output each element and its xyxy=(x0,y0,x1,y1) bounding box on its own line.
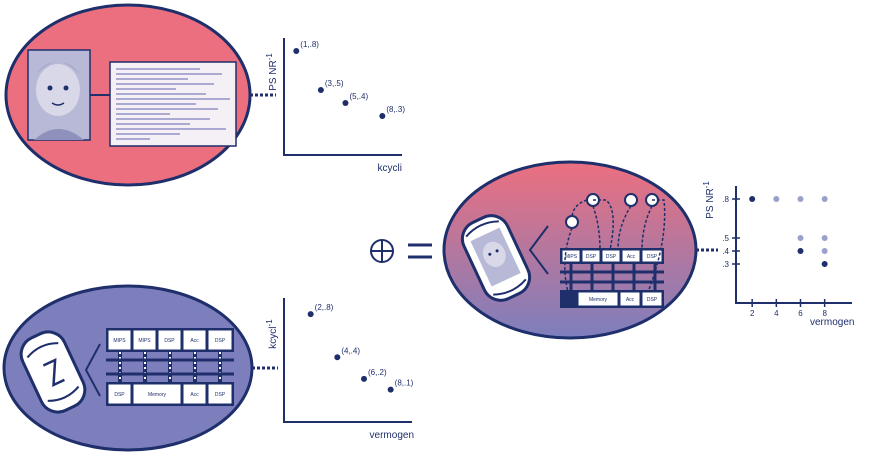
mapped-memory-chip-label: Memory xyxy=(589,297,608,303)
chart3-y-tick-label: .8 xyxy=(722,195,729,204)
mapped-memory-chip xyxy=(641,291,663,307)
chart3-point-light xyxy=(821,235,828,241)
core-chip xyxy=(132,329,157,351)
mapped-core-chip xyxy=(601,249,621,263)
chart3-x-tick-label: 4 xyxy=(774,309,779,318)
mapped-core-chip-label: MIPS xyxy=(565,254,578,260)
chart3-x-tick-label: 8 xyxy=(822,309,827,318)
image-processing-ellipse xyxy=(4,3,252,187)
chart1-point xyxy=(317,87,324,93)
core-chip-label: MIPS xyxy=(138,338,151,344)
mapped-memory-chip xyxy=(577,291,619,307)
mapped-core-chip-label: DSP xyxy=(586,254,597,260)
chart3-point-light xyxy=(821,196,828,202)
equals-icon xyxy=(408,243,432,259)
core-chip-label: MIPS xyxy=(113,338,126,344)
chart1-ylabel: PS NR-1 xyxy=(265,53,279,91)
mapped-memory-chip-label: DSP xyxy=(647,297,658,303)
mapped-core-chip xyxy=(561,249,581,263)
handheld-device-photo-icon xyxy=(460,214,532,302)
chart2-point-label: (2,.8) xyxy=(315,303,334,312)
chart2-point-label: (6,.2) xyxy=(368,368,387,377)
scatter-chart-kcycl-vermogen: kcycl-1 vermogen (2,.8) (4,.4) (6,.2) (8,.1… xyxy=(265,298,414,441)
chart3-point-dark xyxy=(749,196,756,202)
code-listing-icon xyxy=(109,61,237,147)
mapped-core-chip xyxy=(621,249,641,263)
mapped-core-chip-label: DSP xyxy=(647,254,658,260)
chart1-point-label: (1,.8) xyxy=(300,40,319,49)
chart1-point xyxy=(342,100,349,106)
scatter-chart-psnr-vermogen: PS NR-1 vermogen 2 4 6 8 .8 .5 .4 .3 xyxy=(702,181,854,328)
chart1-xlabel: kcycli xyxy=(378,163,402,174)
chart2-point xyxy=(307,311,314,318)
memory-chip xyxy=(182,383,207,405)
chart2-axes xyxy=(283,298,412,423)
memory-chip-label: Memory xyxy=(148,392,167,398)
core-chip xyxy=(182,329,207,351)
mapped-memory-chip xyxy=(619,291,641,307)
chart3-y-tick-label: .3 xyxy=(722,260,729,269)
chart1-point-label: (3,.5) xyxy=(325,79,344,88)
core-chip-label: Acc xyxy=(190,338,199,344)
chart3-point-light xyxy=(821,248,828,254)
circled-plus-icon xyxy=(370,239,394,263)
chart2-ylabel: kcycl-1 xyxy=(265,319,279,349)
memory-chip-label: DSP xyxy=(114,392,125,398)
chart3-point-light xyxy=(773,196,780,202)
child-photo-icon xyxy=(27,49,91,141)
chart3-y-tick-label: .4 xyxy=(722,247,729,256)
core-chip xyxy=(107,329,132,351)
mapped-core-chip-label: DSP xyxy=(606,254,617,260)
memory-chip-label: DSP xyxy=(215,392,226,398)
chart2-point-label: (4,.4) xyxy=(341,346,360,355)
scatter-chart-psnr-kcycli: PS NR-1 kcycli (1,.8) (3,.5) (5,.4) (8,.3) xyxy=(265,38,405,174)
chart3-x-tick-label: 2 xyxy=(750,309,755,318)
chart1-point-label: (8,.3) xyxy=(386,105,405,114)
chart3-point-light xyxy=(797,235,804,241)
chart3-point-light xyxy=(797,196,804,202)
handheld-device-icon xyxy=(19,330,87,414)
chart3-point-dark xyxy=(797,248,804,254)
core-chip-label: DSP xyxy=(215,338,226,344)
mapped-core-chip-label: Acc xyxy=(627,254,636,260)
chart3-axes xyxy=(735,186,852,304)
chart3-x-tick-label: 6 xyxy=(798,309,803,318)
mapped-memory-chip-label: Acc xyxy=(626,297,635,303)
chart3-point-dark xyxy=(821,261,828,267)
chart1-point xyxy=(379,113,386,119)
chart1-point xyxy=(293,48,300,54)
mapped-core-chip xyxy=(581,249,601,263)
chart2-point xyxy=(334,354,341,361)
chart2-point xyxy=(387,386,394,393)
mapped-core-chip xyxy=(641,249,663,263)
core-chip xyxy=(207,329,233,351)
chart2-xlabel: vermogen xyxy=(370,430,414,441)
memory-chip xyxy=(132,383,182,405)
task-mapping-arrows xyxy=(564,199,666,293)
core-chip-label: DSP xyxy=(164,338,175,344)
chart2-point xyxy=(361,375,367,382)
chart3-ylabel: PS NR-1 xyxy=(702,181,716,219)
core-chip xyxy=(157,329,182,351)
memory-chip xyxy=(207,383,233,405)
chart1-point-label: (5,.4) xyxy=(349,92,368,101)
chart3-y-tick-label: .5 xyxy=(722,234,729,243)
chart2-point-label: (8,.1) xyxy=(395,379,414,388)
memory-chip xyxy=(107,383,132,405)
chart1-axes xyxy=(283,38,402,156)
memory-chip-label: Acc xyxy=(190,392,199,398)
chart3-xlabel: vermogen xyxy=(810,317,854,328)
